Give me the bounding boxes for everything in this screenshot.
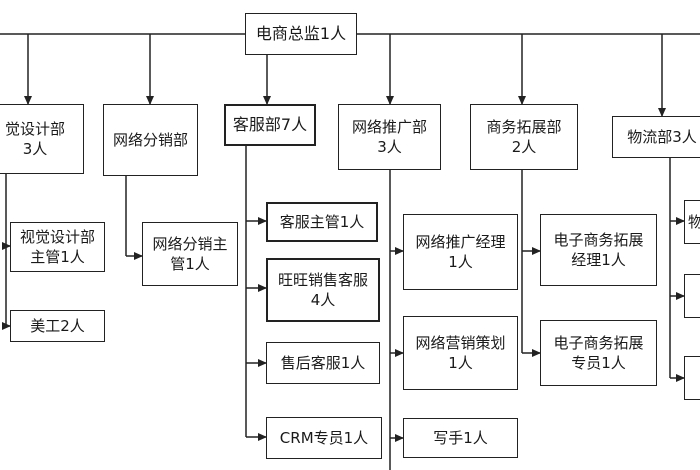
role-wangwang-sales: 旺旺销售客服 4人	[266, 258, 380, 322]
role-artist: 美工2人	[10, 310, 105, 342]
dept-network-promotion-count: 3人	[377, 138, 402, 156]
dept-visual-design-count: 3人	[22, 140, 48, 158]
role-bd-manager: 电子商务拓展 经理1人	[540, 214, 657, 286]
role-logistics-3	[684, 356, 700, 400]
role-bd-manager-count: 经理1人	[571, 251, 626, 269]
role-artist-label: 美工2人	[30, 317, 85, 335]
role-distribution-supervisor-title: 网络分销主	[152, 235, 228, 253]
role-promotion-manager-title: 网络推广经理	[415, 233, 506, 251]
role-crm-specialist: CRM专员1人	[266, 417, 382, 459]
role-visual-supervisor-count: 主管1人	[30, 248, 85, 266]
dept-network-distribution: 网络分销部	[103, 104, 198, 176]
role-distribution-supervisor-count: 管1人	[170, 255, 210, 273]
role-marketing-planner-title: 网络营销策划	[415, 334, 506, 352]
role-logistics-2	[684, 274, 700, 318]
role-marketing-planner-count: 1人	[448, 354, 473, 372]
role-wangwang-sales-title: 旺旺销售客服	[277, 271, 368, 289]
dept-customer-service-name: 客服部7人	[232, 115, 308, 134]
dept-logistics-name: 物流部3人	[627, 128, 697, 146]
role-visual-supervisor-title: 视觉设计部	[19, 228, 95, 246]
role-after-sales: 售后客服1人	[266, 342, 380, 384]
role-writer-label: 写手1人	[433, 429, 488, 447]
role-visual-supervisor: 视觉设计部 主管1人	[10, 222, 105, 272]
role-promotion-manager-count: 1人	[448, 253, 473, 271]
dept-business-expansion-name: 商务拓展部	[486, 118, 562, 136]
director-box: 电商总监1人	[245, 13, 357, 55]
role-cs-supervisor-label: 客服主管1人	[279, 213, 365, 231]
dept-network-distribution-name: 网络分销部	[112, 131, 188, 149]
role-bd-manager-title: 电子商务拓展	[553, 231, 644, 249]
dept-business-expansion: 商务拓展部 2人	[470, 104, 578, 170]
role-bd-specialist-title: 电子商务拓展	[553, 334, 644, 352]
dept-business-expansion-count: 2人	[511, 138, 537, 156]
role-marketing-planner: 网络营销策划 1人	[403, 316, 518, 390]
dept-logistics: 物流部3人	[612, 116, 700, 158]
dept-visual-design-name: 觉设计部	[4, 120, 65, 138]
dept-visual-design: 觉设计部 3人	[0, 104, 84, 174]
role-writer: 写手1人	[403, 418, 518, 458]
dept-network-promotion-name: 网络推广部	[351, 118, 427, 136]
role-promotion-manager: 网络推广经理 1人	[403, 214, 518, 290]
role-wangwang-sales-count: 4人	[310, 291, 336, 309]
director-label: 电商总监1人	[255, 24, 347, 43]
role-bd-specialist-count: 专员1人	[571, 354, 626, 372]
role-logistics-1: 物	[684, 200, 700, 244]
role-bd-specialist: 电子商务拓展 专员1人	[540, 320, 657, 386]
dept-network-promotion: 网络推广部 3人	[338, 104, 441, 170]
role-after-sales-label: 售后客服1人	[280, 354, 366, 372]
role-distribution-supervisor: 网络分销主 管1人	[142, 222, 238, 286]
role-logistics-1-label: 物	[688, 212, 700, 232]
role-cs-supervisor: 客服主管1人	[266, 202, 378, 242]
dept-customer-service: 客服部7人	[224, 104, 316, 146]
role-crm-specialist-label: CRM专员1人	[279, 429, 369, 447]
